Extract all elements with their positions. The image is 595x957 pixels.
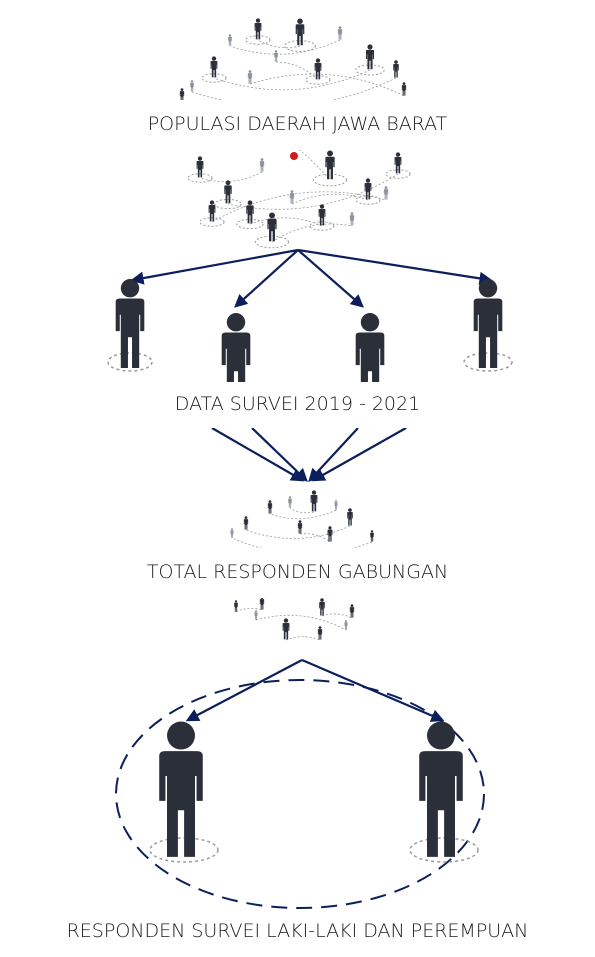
crowd-ring xyxy=(313,173,347,187)
crowd-person-icon xyxy=(288,496,292,508)
crowd-ring xyxy=(245,35,271,45)
ground-ring xyxy=(149,837,219,863)
arrow-from-survey-1 xyxy=(211,427,305,482)
arrow-to-survey-3 xyxy=(297,249,364,308)
arrows-surveys-to-total xyxy=(211,427,407,482)
label-backdrop xyxy=(0,548,595,598)
crowd-link xyxy=(285,636,321,641)
crowd-link xyxy=(257,39,301,49)
crowd-link xyxy=(211,191,387,223)
arrow-from-survey-4 xyxy=(311,427,407,482)
crowd-person-icon xyxy=(347,508,353,526)
crowd-ring xyxy=(305,75,331,85)
label-backdrop xyxy=(0,100,595,150)
crowd-person-icon xyxy=(234,600,238,612)
respondent-male xyxy=(149,721,219,863)
crowd-link xyxy=(271,223,353,243)
crowd-ring xyxy=(284,40,316,52)
crowd-person-icon xyxy=(267,500,273,514)
crowd-link xyxy=(249,217,323,227)
crowd-link xyxy=(235,607,263,613)
crowd-person-icon xyxy=(327,526,333,542)
crowd-link xyxy=(227,173,399,210)
arrows-population-to-surveys xyxy=(130,248,493,308)
arrow-from-survey-2 xyxy=(251,427,308,482)
crowd-person-icon xyxy=(319,598,325,616)
crowd-ring xyxy=(309,221,335,231)
crowd-ring xyxy=(236,218,264,230)
ground-ring xyxy=(463,352,513,372)
crowd-person-icon xyxy=(325,150,335,180)
arrow-to-survey-1 xyxy=(130,248,299,285)
crowd-person-icon xyxy=(267,212,277,242)
crowd-person-icon xyxy=(317,626,323,640)
crowd-link xyxy=(255,614,347,631)
crowd-link xyxy=(229,39,341,55)
crowd-person-icon xyxy=(401,82,407,96)
crowd-ring xyxy=(199,217,225,227)
crowd-ring xyxy=(201,73,227,83)
crowd-link xyxy=(289,507,315,514)
label-backdrop xyxy=(0,382,595,428)
crowd-link xyxy=(199,171,263,182)
ground-ring xyxy=(107,352,153,372)
total-respondents-label: TOTAL RESPONDEN GABUNGAN xyxy=(146,561,449,583)
crowd-person-icon xyxy=(259,596,265,610)
crowd-person-icon xyxy=(228,34,232,46)
crowd-person-icon xyxy=(334,500,338,510)
crowd-ring xyxy=(214,198,242,210)
crowd-link xyxy=(275,61,319,81)
crowd-link xyxy=(269,509,337,520)
crowd-person-icon xyxy=(259,158,265,172)
crowd-ring xyxy=(355,195,381,205)
respondent-cluster xyxy=(230,490,374,641)
survey-person-1 xyxy=(107,279,153,372)
arrow-to-male xyxy=(185,659,303,722)
crowd-person-icon xyxy=(349,604,355,618)
crowd-person-icon xyxy=(230,528,234,538)
crowd-person-icon xyxy=(370,530,374,542)
crowd-person-icon xyxy=(383,186,389,200)
crowd-link xyxy=(213,69,371,91)
ground-ring xyxy=(409,837,479,863)
arrow-to-survey-2 xyxy=(234,249,299,308)
respondent-female xyxy=(409,721,479,863)
survey-person-4 xyxy=(463,279,513,372)
crowd-link xyxy=(231,537,373,555)
crowd-link xyxy=(321,613,353,619)
accent-dot xyxy=(290,152,298,160)
crowd-person-icon xyxy=(289,190,295,204)
crowd-person-icon xyxy=(274,50,278,62)
gender-group-ellipse xyxy=(115,679,485,909)
crowd-person-icon xyxy=(247,70,253,84)
crowd-ring xyxy=(355,64,385,76)
crowd-ring xyxy=(187,173,213,183)
crowd-person-icon xyxy=(344,620,348,630)
gender-respondents-label: RESPONDEN SURVEI LAKI-LAKI DAN PEREMPUAN xyxy=(66,920,529,942)
crowd-person-icon xyxy=(254,610,258,620)
crowd-person-icon xyxy=(393,60,399,78)
arrow-from-survey-3 xyxy=(308,427,359,482)
crowd-person-icon xyxy=(190,80,194,92)
survey-data-label: DATA SURVEI 2019 - 2021 xyxy=(174,393,421,415)
crowd-ring xyxy=(255,235,289,249)
arrow-to-survey-4 xyxy=(297,248,493,285)
crowd-person-icon xyxy=(337,26,343,40)
crowd-ring xyxy=(385,169,411,179)
crowd-person-icon xyxy=(349,212,355,226)
crowd-person-icon xyxy=(295,18,305,46)
population-label: POPULASI DAERAH JAWA BARAT xyxy=(147,113,448,135)
crowd-link xyxy=(299,533,331,543)
crowd-link xyxy=(245,525,351,539)
crowd-person-icon xyxy=(282,618,290,640)
crowd-person-icon xyxy=(297,520,303,534)
crowd-person-icon xyxy=(243,516,249,530)
crowd-person-icon xyxy=(310,490,318,512)
